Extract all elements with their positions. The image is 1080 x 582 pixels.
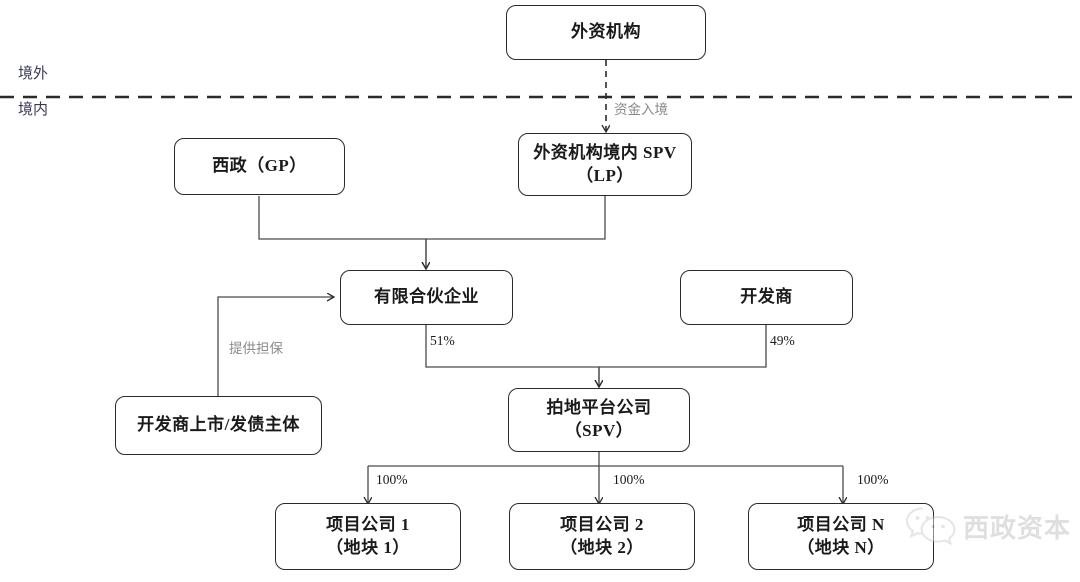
node-project-company-n[interactable]: 项目公司 N （地块 N）	[748, 503, 934, 570]
node-limited-partnership[interactable]: 有限合伙企业	[340, 270, 513, 325]
node-foreign-institution-label: 外资机构	[571, 22, 641, 42]
edge-platform-to-project1	[368, 452, 843, 467]
node-project-company-1-label-line1: 项目公司 1	[326, 514, 410, 534]
edge-gp-to-lp	[258, 196, 426, 268]
edge-label-developer-stake: 49%	[770, 333, 795, 348]
node-project-company-2[interactable]: 项目公司 2 （地块 2）	[509, 503, 695, 570]
node-onshore-spv-lp[interactable]: 外资机构境内 SPV （LP）	[518, 133, 692, 196]
offshore-label: 境外	[18, 66, 49, 82]
edge-label-provide-guarantee: 提供担保	[229, 341, 283, 356]
onshore-label: 境内	[18, 102, 49, 118]
node-xizheng-gp-label: 西政（GP）	[212, 156, 307, 176]
node-land-platform-spv[interactable]: 拍地平台公司 （SPV）	[508, 388, 690, 452]
node-developer-listed-entity-label: 开发商上市/发债主体	[137, 415, 300, 435]
watermark-brand: 西政资本	[963, 513, 1072, 543]
node-project-company-2-label-line1: 项目公司 2	[560, 514, 644, 534]
edge-label-project2-stake: 100%	[613, 472, 645, 487]
edge-label-project1-stake: 100%	[376, 472, 408, 487]
node-project-company-2-label-line2: （地块 2）	[560, 537, 644, 557]
node-project-company-1[interactable]: 项目公司 1 （地块 1）	[275, 503, 461, 570]
node-developer-listed-entity[interactable]: 开发商上市/发债主体	[115, 396, 322, 455]
node-project-company-n-label-line1: 项目公司 N	[797, 514, 885, 534]
node-project-company-n-label-line2: （地块 N）	[797, 537, 885, 557]
edge-label-capital-inflow: 资金入境	[614, 102, 668, 117]
node-project-company-1-label-line2: （地块 1）	[326, 537, 410, 557]
edge-label-projectn-stake: 100%	[857, 472, 889, 487]
node-developer-label: 开发商	[740, 287, 793, 307]
node-limited-partnership-label: 有限合伙企业	[374, 287, 479, 307]
node-xizheng-gp[interactable]: 西政（GP）	[174, 138, 345, 195]
node-developer[interactable]: 开发商	[680, 270, 853, 325]
node-land-platform-spv-label-line2: （SPV）	[564, 421, 634, 440]
node-land-platform-spv-label-line1: 拍地平台公司	[546, 398, 652, 418]
node-onshore-spv-lp-label-line2: （LP）	[576, 165, 634, 185]
edge-developer-49-to-platform	[599, 325, 767, 386]
edge-spv-to-lp	[426, 196, 606, 268]
edge-label-lp-stake: 51%	[430, 333, 455, 348]
node-foreign-institution[interactable]: 外资机构	[506, 5, 706, 60]
node-onshore-spv-lp-label-line1: 外资机构境内 SPV	[533, 142, 677, 162]
